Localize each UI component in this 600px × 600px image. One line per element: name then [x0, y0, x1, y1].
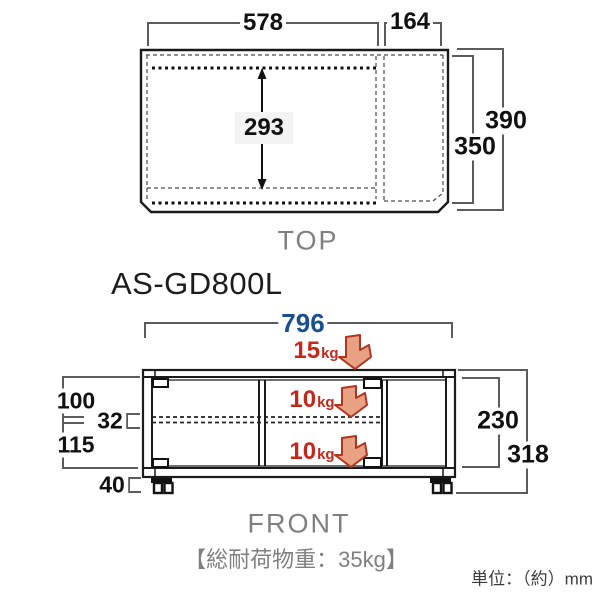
top-view-outline	[139, 48, 450, 214]
load-top-value: 15	[293, 337, 321, 364]
load-arrow-middle	[334, 385, 368, 418]
dim-depth-inner: 350	[452, 132, 498, 161]
load-top-unit: kg	[321, 345, 339, 362]
caster-right-icon	[430, 478, 453, 495]
caster-left-icon	[151, 478, 174, 495]
dim-lower-opening: 115	[54, 432, 98, 458]
top-view-hidden-edges	[146, 54, 444, 202]
front-view-shelf-dashed	[152, 416, 382, 424]
load-arrow-top	[338, 334, 372, 370]
dim-top-width-main: 578	[239, 10, 287, 36]
top-view-tv-area-dotted	[152, 66, 376, 205]
load-bottom-unit: kg	[317, 446, 335, 463]
load-middle-unit: kg	[317, 394, 335, 411]
dim-caster-height: 40	[96, 472, 128, 498]
dim-tv-depth: 293	[234, 112, 294, 144]
dim-shelf-thickness: 32	[94, 408, 126, 434]
load-arrow-bottom	[334, 435, 368, 468]
load-label-bottom: 10 kg	[289, 440, 334, 464]
dim-top-width-side: 164	[386, 9, 434, 35]
unit-note: 単位：（約）mm	[471, 569, 593, 589]
dim-front-total-width: 796	[278, 309, 328, 337]
hinge-blocks	[152, 378, 382, 468]
load-arrow-icons	[334, 334, 372, 468]
load-label-middle: 10 kg	[289, 388, 334, 412]
total-load-note: 【総耐荷物重：35kg】	[184, 547, 408, 572]
load-label-top: 15 kg	[293, 339, 338, 363]
model-name: AS-GD800L	[111, 266, 283, 301]
front-view-label: FRONT	[247, 508, 351, 539]
dim-total-height: 318	[504, 441, 552, 469]
load-bottom-value: 10	[289, 438, 317, 465]
dim-upper-opening: 100	[53, 388, 99, 414]
dim-depth-total: 390	[482, 107, 530, 135]
load-middle-value: 10	[289, 386, 317, 413]
dim-inner-height: 230	[474, 407, 522, 435]
top-view-label: TOP	[277, 225, 339, 256]
